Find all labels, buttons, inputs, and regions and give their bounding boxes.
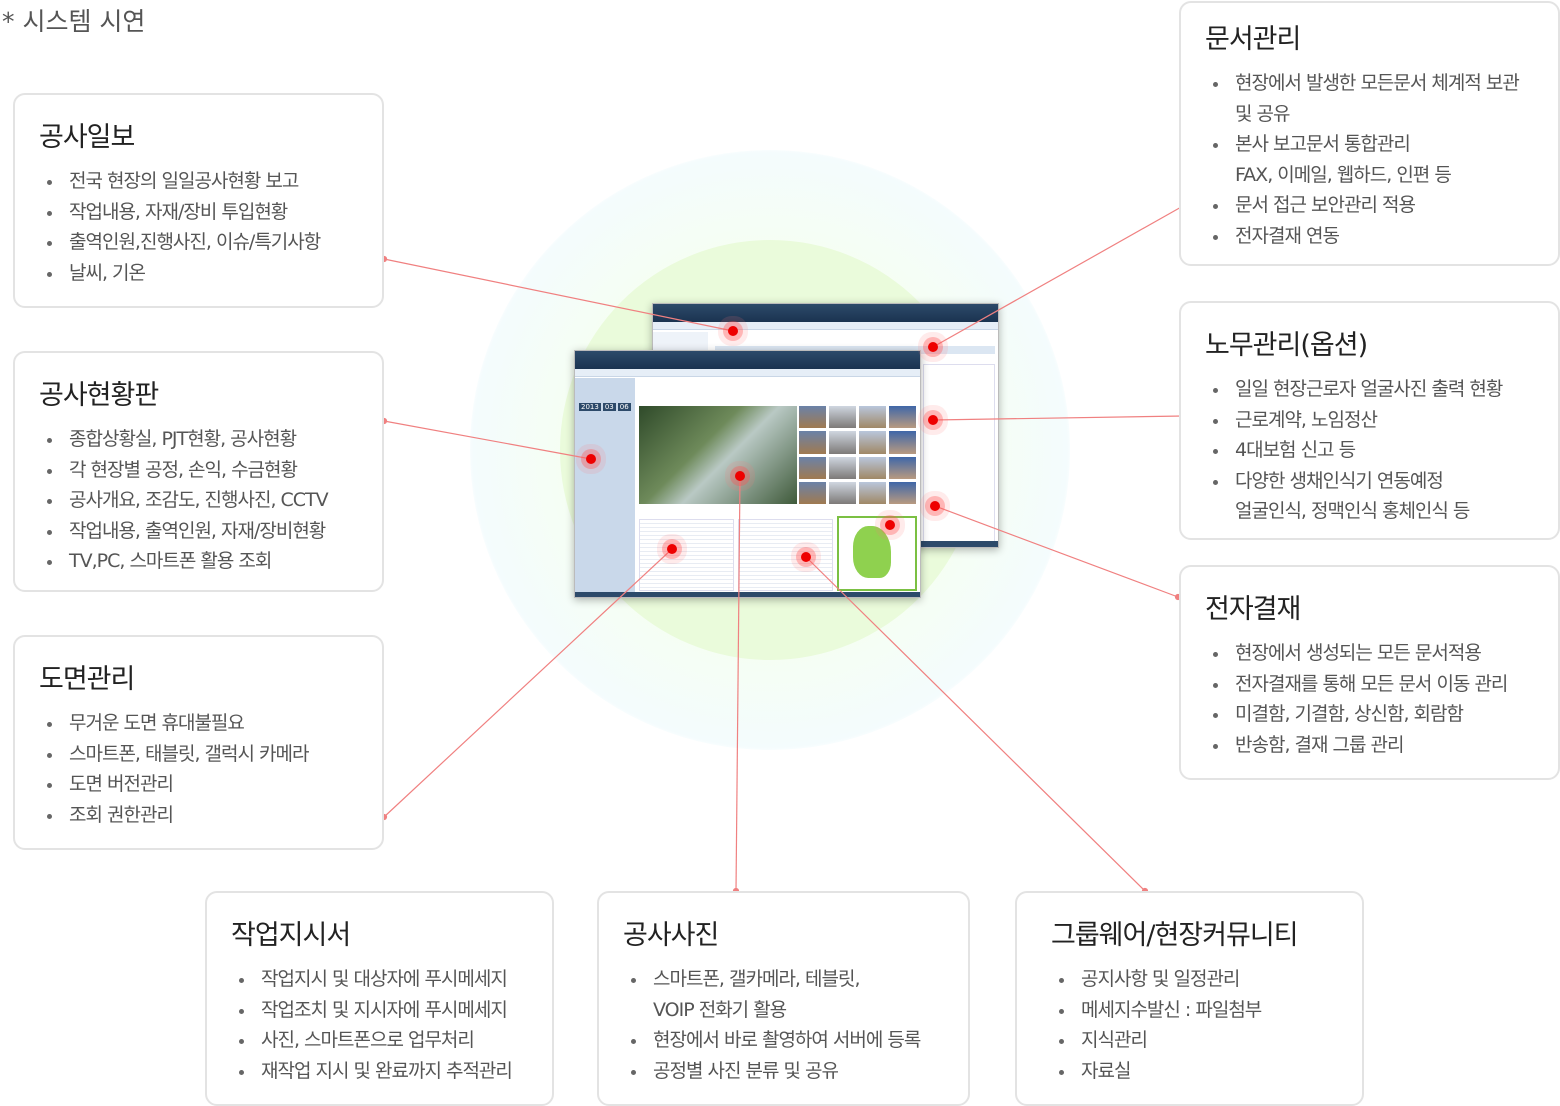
item: 현장에서 생성되는 모든 문서적용 xyxy=(1205,638,1534,669)
title: 공사현황판 xyxy=(39,380,159,411)
item: 도면 버전관리 xyxy=(39,769,358,800)
month: 03 xyxy=(602,403,616,411)
title: 공사사진 xyxy=(623,920,719,951)
hotspot-approval[interactable] xyxy=(930,501,940,511)
hotspot-daily[interactable] xyxy=(728,326,738,336)
item: FAX, 이메일, 웹하드, 인편 등 xyxy=(1235,163,1452,186)
item: 공정별 사진 분류 및 공유 xyxy=(623,1056,944,1087)
item: 작업조치 및 지시자에 푸시메세지 xyxy=(231,995,528,1026)
item: 스마트폰, 갤카메라, 테블릿, xyxy=(623,964,944,995)
item: 작업지시 및 대상자에 푸시메세지 xyxy=(231,964,528,995)
hotspot-docs[interactable] xyxy=(928,342,938,352)
item: 날씨, 기온 xyxy=(39,258,358,289)
title: 도면관리 xyxy=(39,664,135,695)
title: 작업지시서 xyxy=(231,920,351,951)
title: 전자결재 xyxy=(1205,594,1301,625)
item: 재작업 지시 및 완료까지 추적관리 xyxy=(231,1056,528,1087)
section-header: * 시스템 시연 xyxy=(2,7,146,36)
item: VOIP 전화기 활용 xyxy=(653,998,787,1021)
title: 그룹웨어/현장커뮤니티 xyxy=(1051,920,1299,951)
item: 전국 현장의 일일공사현황 보고 xyxy=(39,166,358,197)
item: 4대보험 신고 등 xyxy=(1205,435,1534,466)
item: 자료실 xyxy=(1051,1056,1338,1087)
title: 노무관리(옵션) xyxy=(1205,330,1368,361)
day: 06 xyxy=(617,403,631,411)
hotspot-status[interactable] xyxy=(586,454,596,464)
item: 종합상황실, PJT현황, 공사현황 xyxy=(39,424,358,455)
hotspot-groupware[interactable] xyxy=(801,552,811,562)
item: 공지사항 및 일정관리 xyxy=(1051,964,1338,995)
item: 문서 접근 보안관리 적용 xyxy=(1205,190,1534,221)
item: 메세지수발신 : 파일첨부 xyxy=(1051,995,1338,1026)
item: 전자결재 연동 xyxy=(1205,221,1534,252)
item: 무거운 도면 휴대불필요 xyxy=(39,708,358,739)
item: 작업내용, 자재/장비 투입현황 xyxy=(39,197,358,228)
item: 작업내용, 출역인원, 자재/장비현황 xyxy=(39,516,358,547)
item: 현장에서 바로 촬영하여 서버에 등록 xyxy=(623,1025,944,1056)
hotspot-photo[interactable] xyxy=(735,471,745,481)
item: 미결함, 기결함, 상신함, 회람함 xyxy=(1205,699,1534,730)
item: 전자결재를 통해 모든 문서 이동 관리 xyxy=(1205,669,1534,700)
item: 다양한 생채인식기 연동예정 xyxy=(1205,466,1534,497)
hotspot-map[interactable] xyxy=(885,520,895,530)
item: 반송함, 결재 그룹 관리 xyxy=(1205,730,1534,761)
item: 공사개요, 조감도, 진행사진, CCTV xyxy=(39,485,358,516)
title: 문서관리 xyxy=(1205,24,1301,55)
title: 공사일보 xyxy=(39,122,135,153)
weather-map xyxy=(837,516,917,591)
hotspot-drawing[interactable] xyxy=(667,544,677,554)
aerial-photo xyxy=(639,406,797,504)
item: 본사 보고문서 통합관리 xyxy=(1205,129,1534,160)
screenshot-front: 2013 03 06 xyxy=(574,350,921,598)
item: 현장에서 발생한 모든문서 체계적 보관 xyxy=(1205,68,1534,99)
item: 및 공유 xyxy=(1235,102,1290,125)
item: 출역인원,진행사진, 이슈/특기사항 xyxy=(39,227,358,258)
item: 각 현장별 공정, 손익, 수금현황 xyxy=(39,455,358,486)
item: 사진, 스마트폰으로 업무처리 xyxy=(231,1025,528,1056)
item: 조회 권한관리 xyxy=(39,800,358,831)
year: 2013 xyxy=(579,403,601,411)
item: 일일 현장근로자 얼굴사진 출력 현황 xyxy=(1205,374,1534,405)
item: 얼굴인식, 정맥인식 홍체인식 등 xyxy=(1235,500,1470,522)
photo-thumbnails xyxy=(799,406,916,504)
item: 지식관리 xyxy=(1051,1025,1338,1056)
item: 스마트폰, 태블릿, 갤럭시 카메라 xyxy=(39,739,358,770)
item: 근로계약, 노임정산 xyxy=(1205,405,1534,436)
hotspot-labor[interactable] xyxy=(928,415,938,425)
item: TV,PC, 스마트폰 활용 조회 xyxy=(39,546,358,577)
